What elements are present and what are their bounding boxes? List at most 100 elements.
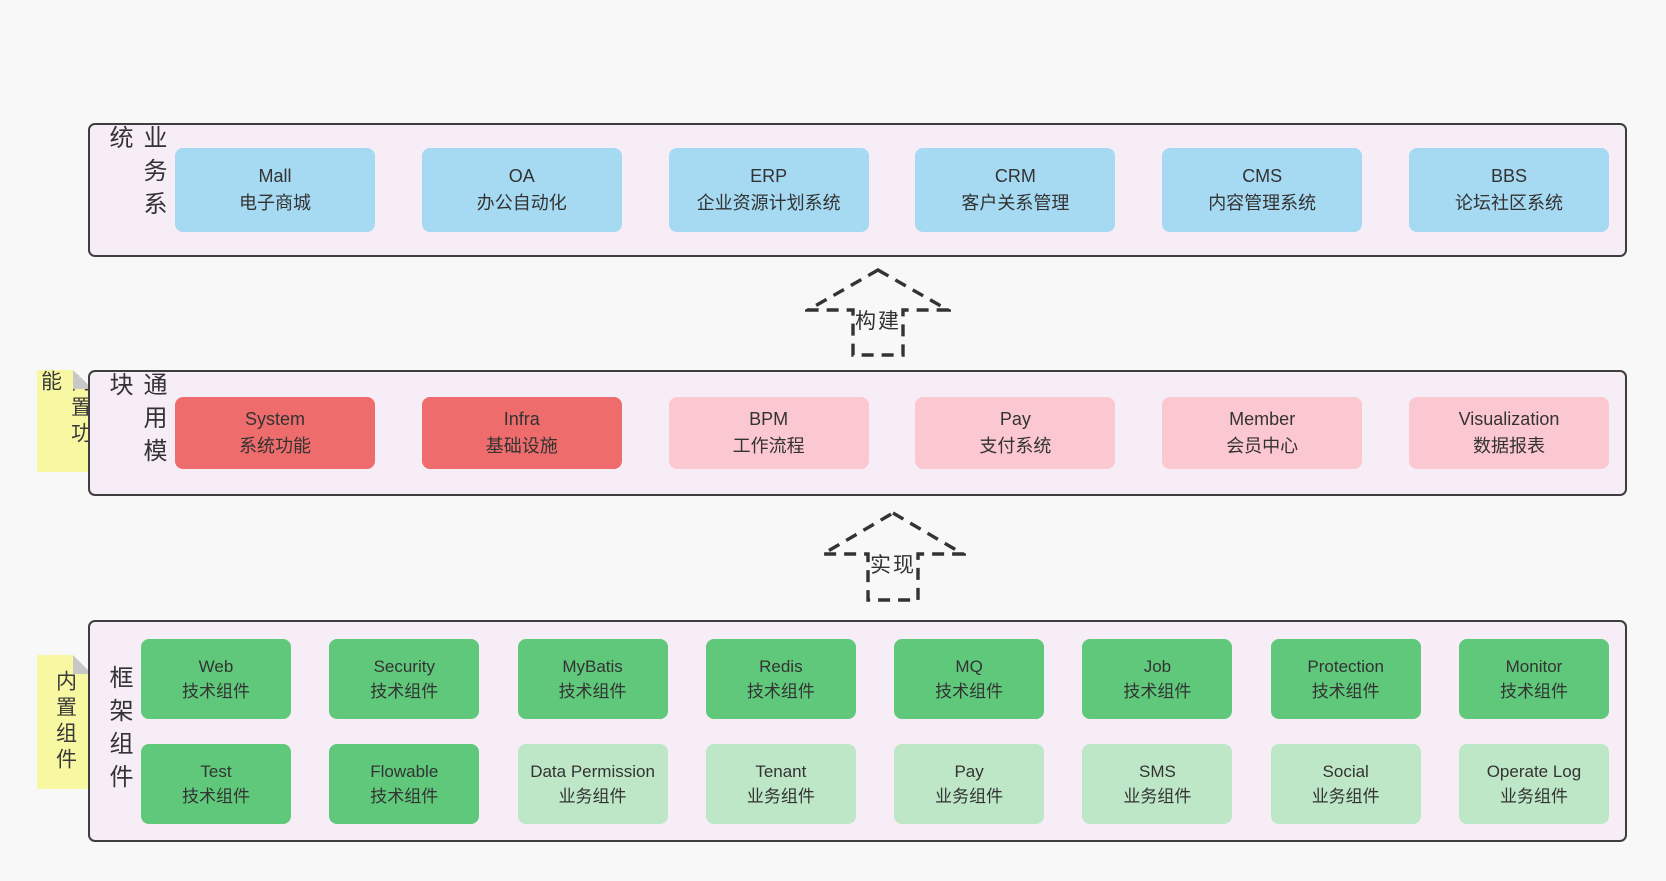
box-subtitle: 业务组件 (1123, 786, 1192, 806)
box-job: Job 技术组件 (1082, 638, 1233, 719)
band-label: 业务系统 (105, 125, 166, 224)
box-protection: Protection 技术组件 (1270, 638, 1421, 719)
box-title: Tenant (755, 761, 807, 781)
box-mall: Mall 电子商城 (175, 148, 375, 232)
box-tenant: Tenant 业务组件 (705, 743, 856, 824)
box-subtitle: 技术组件 (182, 681, 250, 701)
box-title: ERP (750, 166, 788, 186)
box-title: SMS (1138, 761, 1176, 781)
box-title: Mall (258, 166, 292, 186)
box-sms: SMS 业务组件 (1082, 743, 1233, 824)
box-title: Web (198, 656, 234, 676)
box-title: Operate Log (1486, 761, 1582, 781)
box-operate-log: Operate Log 业务组件 (1458, 743, 1609, 824)
box-title: Member (1229, 409, 1296, 429)
box-crm: CRM 客户关系管理 (915, 148, 1116, 232)
box-subtitle: 支付系统 (979, 436, 1052, 456)
box-cms: CMS 内容管理系统 (1162, 148, 1363, 232)
box-subtitle: 技术组件 (370, 681, 439, 701)
box-oa: OA 办公自动化 (421, 148, 622, 232)
box-social: Social 业务组件 (1270, 743, 1421, 824)
box-subtitle: 客户关系管理 (961, 193, 1070, 213)
box-subtitle: 办公自动化 (476, 193, 567, 213)
component-row-business: Test 技术组件 Flowable 技术组件 Data Permission … (141, 743, 1609, 824)
box-title: BBS (1490, 166, 1527, 186)
box-title: Data Permission (530, 761, 655, 781)
box-pay: Pay 支付系统 (915, 397, 1116, 469)
arrow-label: 实现 (870, 554, 916, 577)
box-bbs: BBS 论坛社区系统 (1408, 148, 1609, 232)
arrow-label: 构建 (855, 310, 901, 333)
box-subtitle: 业务组件 (1311, 786, 1380, 806)
box-title: CRM (994, 166, 1036, 186)
band-common-modules: 通用模块 System 系统功能 Infra 基础设施 BPM 工作流程 Pay… (88, 370, 1627, 496)
box-subtitle: 电子商城 (239, 193, 311, 213)
box-title: Protection (1307, 656, 1384, 676)
box-title: Monitor (1505, 656, 1563, 676)
band-label: 框架组件 (105, 665, 132, 797)
box-title: Flowable (370, 761, 439, 781)
box-title: Redis (759, 656, 803, 676)
box-subtitle: 技术组件 (558, 681, 627, 701)
box-subtitle: 业务组件 (1499, 786, 1568, 806)
band-box-grid: Web 技术组件 Security 技术组件 MyBatis 技术组件 Redi… (135, 638, 1625, 824)
box-title: Visualization (1458, 409, 1560, 429)
box-flowable: Flowable 技术组件 (329, 743, 480, 824)
box-title: Pay (954, 761, 984, 781)
box-title: MQ (955, 656, 983, 676)
box-title: BPM (749, 409, 789, 429)
sticky-note-built-in-functions: 内置功能 (37, 370, 92, 472)
box-subtitle: 技术组件 (746, 681, 815, 701)
box-web: Web 技术组件 (141, 638, 291, 719)
box-title: Security (373, 656, 435, 676)
band-box-list: Mall 电子商城 OA 办公自动化 ERP 企业资源计划系统 CRM 客户关系… (169, 148, 1625, 232)
box-subtitle: 业务组件 (558, 786, 627, 806)
box-monitor: Monitor 技术组件 (1458, 638, 1609, 719)
component-row-technical: Web 技术组件 Security 技术组件 MyBatis 技术组件 Redi… (141, 638, 1609, 719)
band-box-list: System 系统功能 Infra 基础设施 BPM 工作流程 Pay 支付系统… (169, 397, 1625, 469)
box-mq: MQ 技术组件 (894, 638, 1045, 719)
box-subtitle: 业务组件 (746, 786, 815, 806)
up-block-arrow-icon: 构建 (805, 268, 951, 357)
box-subtitle: 系统功能 (239, 436, 311, 456)
box-title: Test (200, 761, 232, 781)
box-title: OA (508, 166, 535, 186)
box-erp: ERP 企业资源计划系统 (668, 148, 869, 232)
box-subtitle: 技术组件 (182, 786, 250, 806)
band-framework-components: 框架组件 Web 技术组件 Security 技术组件 MyBatis 技术组件… (88, 620, 1627, 842)
box-subtitle: 基础设施 (485, 436, 558, 456)
box-subtitle: 技术组件 (1123, 681, 1192, 701)
box-pay-business: Pay 业务组件 (894, 743, 1045, 824)
band-label: 通用模块 (105, 372, 166, 471)
box-system: System 系统功能 (175, 397, 375, 469)
box-subtitle: 技术组件 (1311, 681, 1380, 701)
box-subtitle: 技术组件 (370, 786, 439, 806)
sticky-note-label: 内置功能 (38, 370, 92, 448)
box-data-permission: Data Permission 业务组件 (517, 743, 668, 824)
box-infra: Infra 基础设施 (421, 397, 622, 469)
box-member: Member 会员中心 (1162, 397, 1363, 469)
box-subtitle: 工作流程 (732, 436, 805, 456)
box-subtitle: 技术组件 (935, 681, 1004, 701)
sticky-note-label: 内置组件 (53, 670, 77, 774)
box-title: Job (1143, 656, 1172, 676)
box-subtitle: 技术组件 (1499, 681, 1568, 701)
box-mybatis: MyBatis 技术组件 (517, 638, 668, 719)
arrow-implement: 实现 (820, 508, 966, 604)
arrow-build: 构建 (805, 265, 951, 359)
box-redis: Redis 技术组件 (705, 638, 856, 719)
box-title: Social (1322, 761, 1369, 781)
band-business-systems: 业务系统 Mall 电子商城 OA 办公自动化 ERP 企业资源计划系统 CRM… (88, 123, 1627, 257)
up-block-arrow-icon: 实现 (820, 511, 966, 602)
box-title: MyBatis (562, 656, 623, 676)
box-subtitle: 企业资源计划系统 (696, 193, 841, 213)
box-title: Infra (503, 409, 540, 429)
box-subtitle: 内容管理系统 (1208, 193, 1317, 213)
box-subtitle: 数据报表 (1472, 436, 1545, 456)
sticky-note-built-in-components: 内置组件 (37, 655, 92, 789)
box-title: Pay (999, 409, 1031, 429)
box-subtitle: 会员中心 (1226, 436, 1299, 456)
box-security: Security 技术组件 (329, 638, 480, 719)
box-subtitle: 论坛社区系统 (1454, 193, 1563, 213)
